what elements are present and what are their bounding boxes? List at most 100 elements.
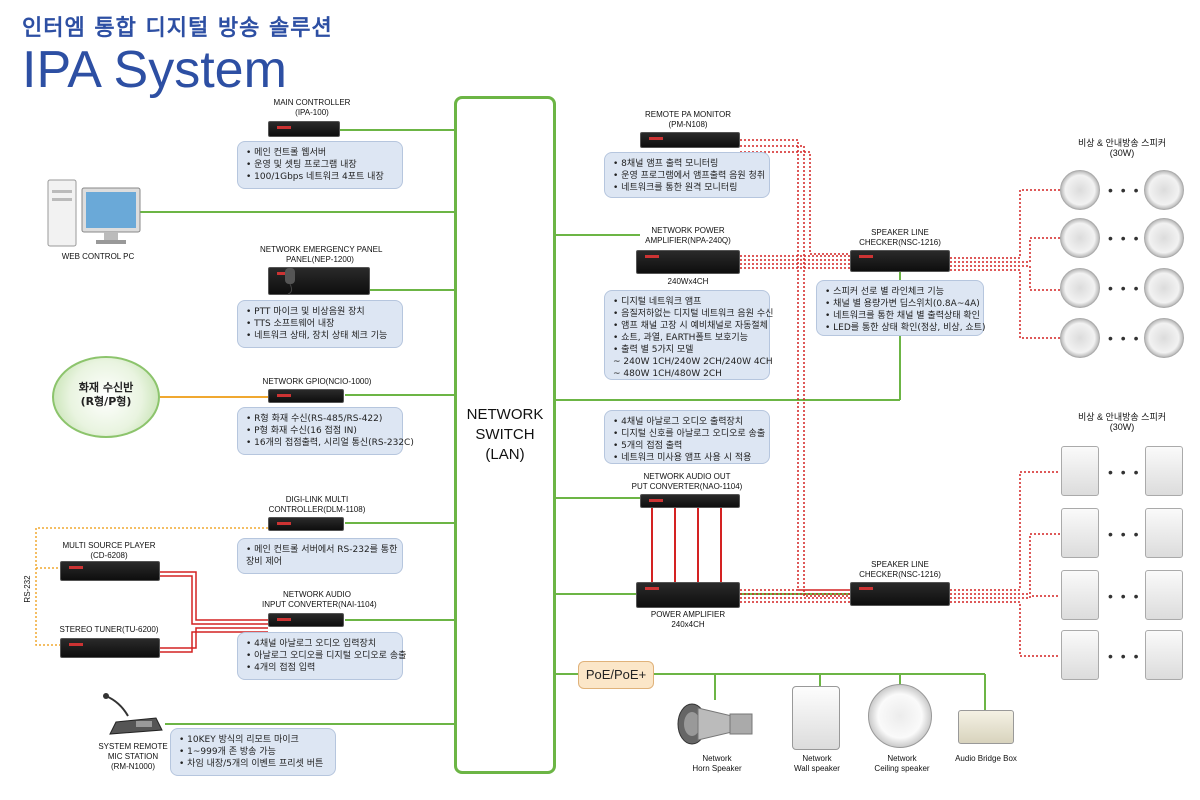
cd-player-name: MULTI SOURCE PLAYER	[62, 541, 156, 550]
ceiling-speaker-icon	[1060, 318, 1100, 358]
wall-line1: Network	[802, 754, 832, 763]
desc-item: • R형 화재 수신(RS-485/RS-422)	[246, 414, 383, 424]
dlm-desc: • 메인 컨트롤 서버에서 RS-232를 통한 장비 제어	[237, 538, 403, 574]
desc-item: ~ 240W 1CH/240W 2CH/240W 4CH	[613, 357, 773, 367]
more-dots: • • •	[1108, 464, 1141, 480]
nai-model: INPUT CONVERTER(NAI-1104)	[262, 600, 377, 609]
desc-item: • 네트워크를 통한 채널 별 출력상태 확인	[825, 311, 980, 321]
more-dots: • • •	[1108, 280, 1141, 296]
horn-speaker-label: Network Horn Speaker	[680, 754, 754, 774]
mic-station-model: (RM-N1000)	[110, 762, 155, 771]
wall-speaker-icon	[1061, 630, 1099, 680]
web-pc-label: WEB CONTROL PC	[61, 252, 135, 261]
desc-item: • 메인 컨트롤 웹서버	[246, 148, 327, 158]
desc-item: • 5개의 접점 출력	[613, 441, 683, 451]
speakers-top-watt: (30W)	[1109, 148, 1135, 158]
desc-item: • 4채널 아날로그 오디오 출력장치	[613, 417, 744, 427]
desc-item: • 네트워크 상태, 장치 상태 체크 기능	[246, 331, 388, 341]
emergency-panel-name: NETWORK EMERGENCY PANEL	[260, 245, 383, 254]
more-dots: • • •	[1108, 182, 1141, 198]
horn-speaker-icon	[677, 703, 753, 745]
cd-player-device	[60, 561, 160, 581]
wall-speaker-icon	[1145, 570, 1183, 620]
main-controller-desc: • 메인 컨트롤 웹서버 • 운영 및 셋팅 프로그램 내장 • 100/1Gb…	[237, 141, 403, 189]
desc-item: • 출력 별 5가지 모델	[613, 345, 694, 355]
desc-item: • 4개의 접점 입력	[246, 663, 316, 673]
desc-item: • 앰프 채널 고장 시 예비채널로 자동절체	[613, 321, 768, 331]
checker1-name: SPEAKER LINE	[871, 228, 929, 237]
rs232-label: RS-232	[23, 575, 32, 603]
fire-receiver-label: 화재 수신반 (R형/P형)	[52, 381, 160, 409]
emergency-panel-model: PANEL(NEP-1200)	[286, 255, 354, 264]
gpio-label: NETWORK GPIO(NCIO-1000)	[262, 377, 372, 386]
wall-speaker-icon	[1061, 570, 1099, 620]
checker2-model: CHECKER(NSC-1216)	[859, 570, 941, 579]
nai-device	[268, 613, 344, 627]
nai-label: NETWORK AUDIO INPUT CONVERTER(NAI-1104)	[262, 590, 377, 610]
ptt-mic-icon	[285, 268, 295, 295]
desc-item: • 스피커 선로 별 라인체크 기능	[825, 287, 944, 297]
emergency-panel-label: NETWORK EMERGENCY PANEL PANEL(NEP-1200)	[260, 245, 383, 265]
checker2-device	[850, 582, 950, 606]
audio-bridge-label: Audio Bridge Box	[955, 754, 1017, 763]
emergency-panel-device	[268, 267, 370, 295]
wall-speaker-icon	[1061, 446, 1099, 496]
desc-item: ~ 480W 1CH/480W 2CH	[613, 369, 722, 379]
ceiling-speaker-poe-icon	[868, 684, 932, 748]
mic-station-name2: MIC STATION	[107, 752, 159, 761]
nao-desc: • 4채널 아날로그 오디오 출력장치 • 디지털 신호를 아날로그 오디오로 …	[604, 410, 770, 464]
more-dots: • • •	[1108, 588, 1141, 604]
wall-line2: Wall speaker	[794, 764, 840, 773]
desc-item: • 1~999개 존 방송 가능	[179, 747, 276, 757]
desc-item: • 운영 프로그램에서 앰프출력 음원 청취	[613, 171, 766, 181]
desc-item: 장비 제어	[246, 557, 282, 567]
mic-station-name: SYSTEM REMOTE	[98, 742, 168, 751]
npa-model: AMPLIFIER(NPA-240Q)	[645, 236, 731, 245]
monitor-label: REMOTE PA MONITOR (PM-N108)	[636, 110, 740, 130]
nao-model: PUT CONVERTER(NAO-1104)	[631, 482, 743, 491]
ceiling-speaker-icon	[1060, 218, 1100, 258]
wall-speaker-poe-icon	[792, 686, 840, 750]
dlm-model: CONTROLLER(DLM-1108)	[268, 505, 366, 514]
wall-speaker-icon	[1145, 508, 1183, 558]
monitor-desc: • 8채널 앰프 출력 모니터링 • 운영 프로그램에서 앰프출력 음원 청취 …	[604, 152, 770, 198]
poe-badge: PoE/PoE+	[578, 661, 654, 689]
nao-name: NETWORK AUDIO OUT	[643, 472, 731, 481]
monitor-device	[640, 132, 740, 148]
page-subtitle: 인터엠 통합 디지털 방송 솔루션	[22, 16, 333, 41]
npa-name: NETWORK POWER	[651, 226, 725, 235]
npa-label: NETWORK POWER AMPLIFIER(NPA-240Q)	[636, 226, 740, 246]
mic-station-desc: • 10KEY 방식의 리모트 마이크 • 1~999개 존 방송 가능 • 차…	[170, 728, 336, 776]
desc-item: • 네트워크 미사용 앰프 사용 시 적용	[613, 453, 752, 463]
checker2-name: SPEAKER LINE	[871, 560, 929, 569]
desc-item: • 10KEY 방식의 리모트 마이크	[179, 735, 299, 745]
checker1-desc: • 스피커 선로 별 라인체크 기능 • 채널 별 용량가변 딥스위치(0.8A…	[816, 280, 986, 336]
more-dots: • • •	[1108, 648, 1141, 664]
pc-icon	[47, 179, 141, 247]
gpio-desc: • R형 화재 수신(RS-485/RS-422) • P형 화재 수신(16 …	[237, 407, 414, 455]
desc-item: • TTS 소프트웨어 내장	[246, 319, 335, 329]
ceiling-speaker-icon	[1060, 170, 1100, 210]
dlm-label: DIGI-LINK MULTI CONTROLLER(DLM-1108)	[262, 495, 372, 515]
network-switch	[454, 96, 556, 774]
speakers-bottom-watt: (30W)	[1109, 422, 1135, 432]
main-controller-device	[268, 121, 340, 137]
horn-line2: Horn Speaker	[692, 764, 742, 773]
ceiling-line2: Ceiling speaker	[874, 764, 930, 773]
fire-receiver-type: (R형/P형)	[80, 395, 132, 408]
desc-item: • 100/1Gbps 네트워크 4포트 내장	[246, 172, 384, 182]
desc-item: • 디지털 신호를 아날로그 오디오로 송출	[613, 429, 766, 439]
speakers-top-label: 비상 & 안내방송 스피커 (30W)	[1060, 138, 1184, 158]
nao-device	[640, 494, 740, 508]
more-dots: • • •	[1108, 526, 1141, 542]
power-amp-name: POWER AMPLIFIER	[650, 610, 726, 619]
checker1-label: SPEAKER LINE CHECKER(NSC-1216)	[852, 228, 948, 248]
wall-speaker-icon	[1145, 630, 1183, 680]
npa-output: 240Wx4CH	[667, 277, 709, 286]
desc-item: • 디지털 네트워크 앰프	[613, 297, 702, 307]
speakers-bottom-label: 비상 & 안내방송 스피커 (30W)	[1060, 412, 1184, 432]
ceiling-speaker-label: Network Ceiling speaker	[862, 754, 942, 774]
ceiling-line1: Network	[887, 754, 917, 763]
desc-item: • 메인 컨트롤 서버에서 RS-232를 통한	[246, 545, 398, 555]
power-amp-device	[636, 582, 740, 608]
